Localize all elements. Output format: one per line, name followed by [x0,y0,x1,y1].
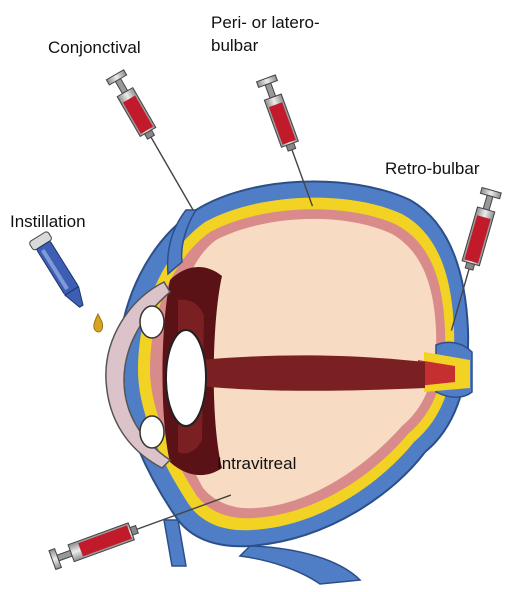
label-peri-bulbar-line1: Peri- or latero- [211,12,320,33]
label-instillation: Instillation [10,211,86,232]
label-intravitreal: Intravitreal [217,453,296,474]
central-vessel [200,355,425,390]
dropper-instillation [29,231,91,312]
lens [166,330,206,426]
lower-eyelid [164,520,186,566]
drop [94,314,103,332]
label-conjonctival: Conjonctival [48,37,141,58]
label-peri-bulbar-line2: bulbar [211,35,258,56]
syringe-conjonctival [106,70,201,215]
iris-lower [140,416,164,448]
iris-upper [140,306,164,338]
label-retro-bulbar: Retro-bulbar [385,158,480,179]
eyeball [106,181,472,584]
